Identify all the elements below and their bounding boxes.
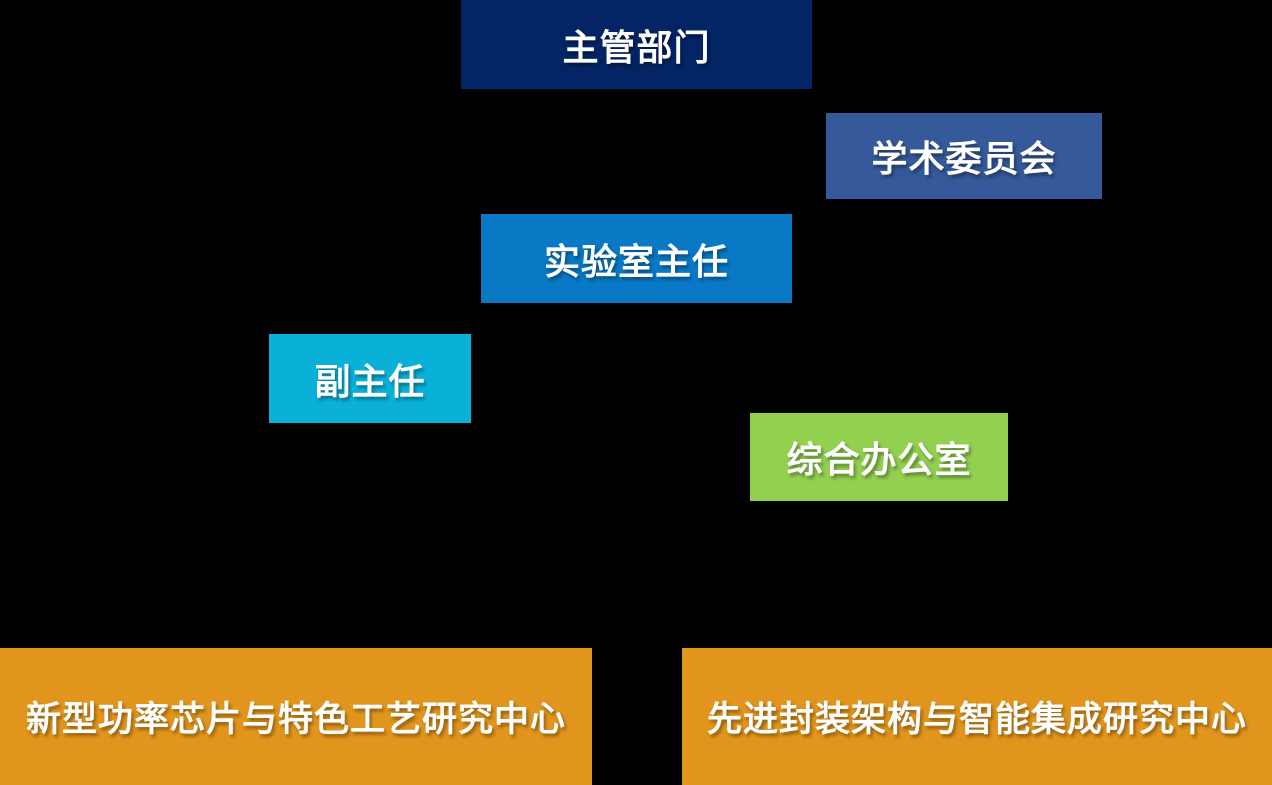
org-node-label: 副主任 (314, 360, 426, 402)
org-node-research-center-power-chip: 新型功率芯片与特色工艺研究中心 (0, 648, 592, 785)
org-node-general-office: 综合办公室 (750, 413, 1008, 501)
org-node-academic-committee: 学术委员会 (826, 113, 1102, 199)
org-node-label: 综合办公室 (786, 439, 972, 480)
org-node-label: 实验室主任 (543, 240, 729, 282)
org-node-research-center-advanced-packaging: 先进封装架构与智能集成研究中心 (682, 648, 1272, 785)
org-node-lab-director: 实验室主任 (481, 214, 792, 303)
org-node-deputy-director: 副主任 (269, 334, 471, 423)
org-node-label: 先进封装架构与智能集成研究中心 (706, 700, 1247, 739)
org-node-label: 新型功率芯片与特色工艺研究中心 (25, 700, 566, 739)
org-node-label: 学术委员会 (871, 138, 1057, 179)
org-node-label: 主管部门 (562, 26, 711, 68)
org-node-supervising-department: 主管部门 (461, 0, 812, 89)
